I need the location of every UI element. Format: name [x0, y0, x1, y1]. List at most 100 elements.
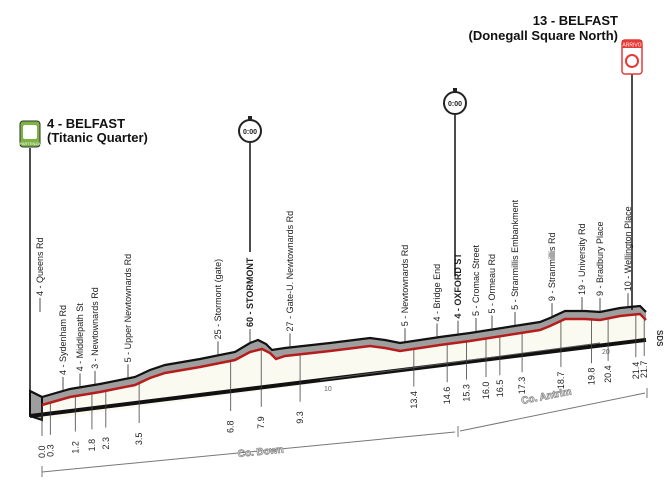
timer-label: 0:00 — [243, 129, 257, 136]
place-label: 5 - Ormeau Rd — [487, 254, 497, 330]
place-name: 5 - Stranmillis Embankment — [510, 199, 520, 310]
place-label: 4 - OXFORD ST — [453, 253, 463, 335]
place-name: 19 - University Rd — [577, 223, 587, 295]
region-line-co-antrim — [459, 392, 646, 432]
km-mark: 17.3 — [517, 333, 527, 395]
km-mark: 2.3 — [101, 391, 111, 450]
km-label: 3.5 — [134, 433, 144, 446]
place-label: 4 - Middlepath St — [75, 303, 85, 388]
km-mark: 19.8 — [586, 320, 596, 385]
profile-top-line — [29, 304, 647, 399]
start-city: 4 - BELFAST — [47, 116, 126, 131]
place-label: 4 - Bridge End — [432, 264, 442, 338]
km-label: 21.4 — [631, 362, 641, 380]
place-label: 10 - Wellington Place — [623, 206, 633, 308]
place-name: 4 - OXFORD ST — [453, 253, 463, 319]
km-mark: 16.0 — [481, 339, 491, 399]
start-flag-inner — [23, 125, 37, 139]
km-mark: 16.5 — [495, 337, 505, 397]
start-title: 4 - BELFAST (Titanic Quarter) — [47, 117, 148, 145]
km-mark: 15.3 — [462, 342, 472, 402]
finish-city: 13 - BELFAST — [532, 13, 618, 28]
finish-icon-text: ARRIVO — [622, 43, 641, 49]
km-label: 7.9 — [256, 416, 266, 429]
km-mark: 9.3 — [295, 355, 305, 424]
sponsor-logo: SDS — [655, 330, 664, 347]
finish-target — [625, 54, 639, 68]
place-label: 9 - Bradbury Place — [595, 221, 605, 312]
stopwatch-crown — [248, 116, 252, 120]
finish-icon-header — [622, 40, 642, 48]
km-mark: 1.8 — [87, 394, 97, 451]
start-icon-text: PARTENZA — [20, 141, 41, 146]
place-name: 4 - Queens Rd — [35, 237, 45, 296]
stopwatch-crown — [453, 88, 457, 92]
place-label: 5 - Newtownards Rd — [400, 245, 410, 343]
km-label: 17.3 — [517, 377, 527, 395]
km-label: 19.8 — [586, 368, 596, 386]
place-name: 4 - Sydenham Rd — [58, 305, 68, 375]
km-mark: 7.9 — [256, 350, 266, 429]
place-name: 4 - Bridge End — [432, 264, 442, 322]
region-name: Co. Down — [237, 445, 284, 460]
place-label: 5 - Cromac Street — [471, 245, 481, 333]
km-mark: 0.0 — [37, 406, 47, 458]
distance-scale-line — [319, 342, 601, 381]
km-label: 9.3 — [295, 411, 305, 424]
region-line-co-down — [41, 431, 456, 473]
place-name: 5 - Newtownards Rd — [400, 245, 410, 327]
place-name: 25 - Stormont (gate) — [213, 259, 223, 340]
km-mark: 14.6 — [442, 345, 452, 404]
km-label: 1.8 — [87, 439, 97, 452]
start-location: (Titanic Quarter) — [47, 130, 148, 145]
km-label: 1.2 — [70, 441, 80, 454]
place-label: 9 - Stranmillis Rd — [547, 233, 557, 318]
km-mark: 0.3 — [45, 403, 55, 457]
place-label: 4 - Queens Rd — [35, 237, 45, 312]
km-label: 0.3 — [45, 444, 55, 457]
ground-fill — [42, 314, 646, 420]
distance-tick-label: 10 — [324, 386, 332, 393]
place-label: 25 - Stormont (gate) — [213, 259, 223, 356]
place-name: 5 - Cromac Street — [471, 245, 481, 317]
place-name: 4 - Middlepath St — [75, 303, 85, 372]
km-mark: 13.4 — [409, 349, 419, 409]
place-label: 3 - Newtownards Rd — [90, 287, 100, 385]
km-label: 13.4 — [409, 391, 419, 409]
place-label: 5 - Upper Newtownards Rd — [123, 254, 133, 379]
place-name: 27 - Gate-U. Newtownards Rd — [285, 211, 295, 332]
place-name: 10 - Wellington Place — [623, 206, 633, 291]
distance-tick-label: 20 — [602, 349, 610, 356]
region-name: Co. Antrim — [520, 386, 572, 406]
km-label: 0.0 — [37, 445, 47, 458]
profile-band — [42, 306, 646, 405]
timer-label: 0:00 — [448, 101, 462, 108]
km-label: 2.3 — [101, 437, 111, 450]
finish-title: 13 - BELFAST (Donegall Square North) — [468, 13, 618, 43]
km-label: 18.7 — [556, 372, 566, 390]
km-label: 20.4 — [603, 365, 613, 383]
km-mark: 3.5 — [134, 384, 144, 445]
km-label: 14.6 — [442, 387, 452, 405]
km-mark: 20.4 — [603, 319, 613, 383]
finish-location: (Donegall Square North) — [468, 28, 618, 43]
place-label: 60 - STORMONT — [245, 257, 255, 343]
km-label: 21.7 — [639, 361, 649, 379]
km-mark: 1.2 — [70, 397, 80, 454]
km-label: 16.5 — [495, 380, 505, 398]
place-name: 5 - Upper Newtownards Rd — [123, 254, 133, 363]
km-label: 15.3 — [462, 384, 472, 402]
place-name: 3 - Newtownards Rd — [90, 287, 100, 369]
km-mark: 6.8 — [226, 361, 236, 433]
place-label: 4 - Sydenham Rd — [58, 305, 68, 391]
place-name: 5 - Ormeau Rd — [487, 254, 497, 314]
place-label: 19 - University Rd — [577, 223, 587, 311]
km-label: 6.8 — [226, 420, 236, 433]
route-line — [41, 312, 647, 407]
km-label: 16.0 — [481, 382, 491, 400]
km-mark: 18.7 — [556, 321, 566, 390]
place-name: 9 - Stranmillis Rd — [547, 233, 557, 302]
km-mark: 21.4 — [631, 315, 641, 379]
